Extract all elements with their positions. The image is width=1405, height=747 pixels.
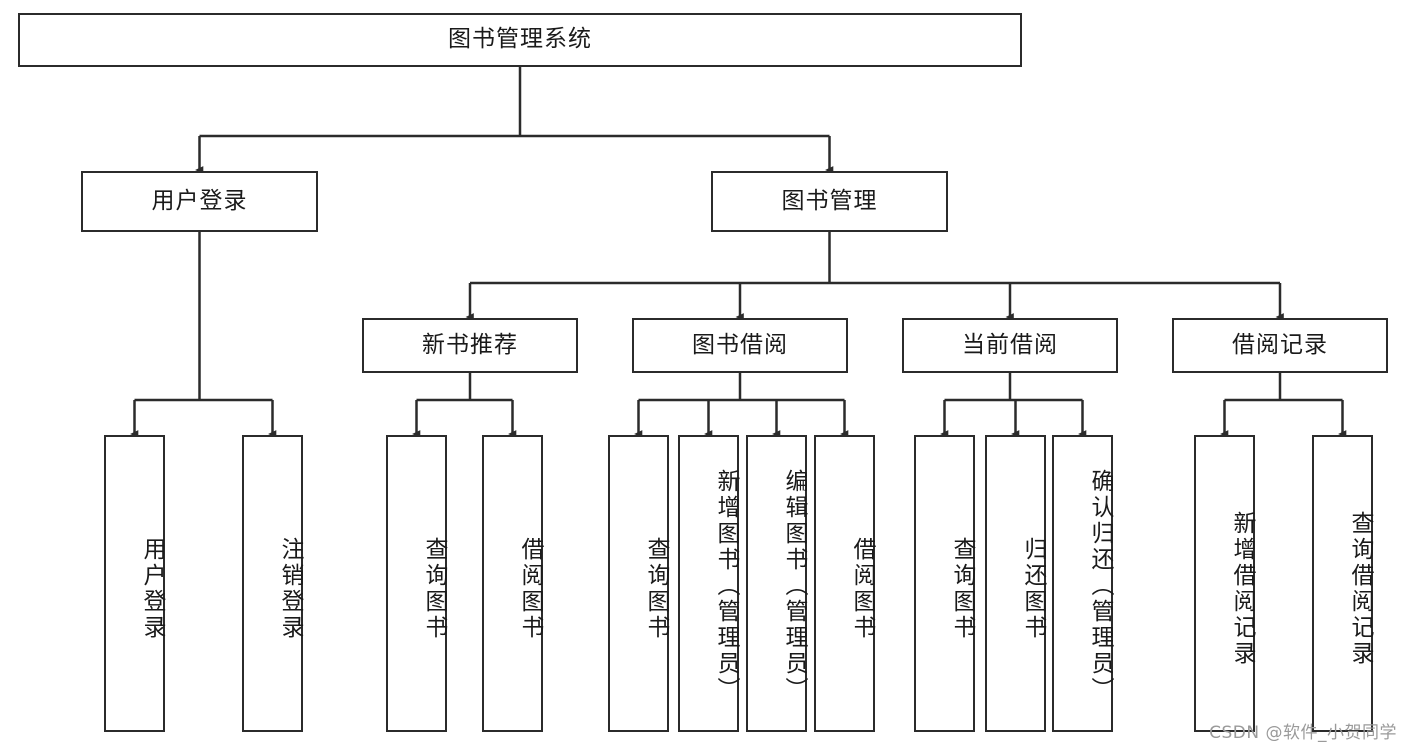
node-leaf11[interactable]: 确认归还（管理员） <box>1052 435 1113 732</box>
node-label: 注销登录 <box>277 536 303 641</box>
node-leaf09[interactable]: 查询图书 <box>914 435 975 732</box>
node-label: 借阅图书 <box>849 536 875 641</box>
node-label: 用户登录 <box>139 536 165 641</box>
node-leaf08[interactable]: 借阅图书 <box>814 435 875 732</box>
node-l2a[interactable]: 新书推荐 <box>362 318 578 373</box>
node-leaf02[interactable]: 注销登录 <box>242 435 303 732</box>
node-leaf13[interactable]: 查询借阅记录 <box>1312 435 1373 732</box>
node-leaf04[interactable]: 借阅图书 <box>482 435 543 732</box>
node-label: 借阅图书 <box>517 536 543 641</box>
node-label: 借阅记录 <box>1232 331 1328 358</box>
node-label: 新书推荐 <box>422 331 518 358</box>
node-label: 新增图书（管理员） <box>713 468 739 703</box>
node-l1a[interactable]: 用户登录 <box>81 171 318 232</box>
node-label: 确认归还（管理员） <box>1087 468 1113 703</box>
node-label: 用户登录 <box>151 187 248 214</box>
node-label: 新增借阅记录 <box>1229 510 1255 667</box>
edges <box>130 67 1347 438</box>
node-label: 查询借阅记录 <box>1347 510 1373 667</box>
node-label: 编辑图书（管理员） <box>781 468 807 703</box>
node-label: 归还图书 <box>1020 536 1046 641</box>
node-leaf07[interactable]: 编辑图书（管理员） <box>746 435 807 732</box>
node-leaf05[interactable]: 查询图书 <box>608 435 669 732</box>
node-label: 当前借阅 <box>962 331 1058 358</box>
node-leaf10[interactable]: 归还图书 <box>985 435 1046 732</box>
node-leaf12[interactable]: 新增借阅记录 <box>1194 435 1255 732</box>
node-label: 图书借阅 <box>692 331 788 358</box>
node-label: 图书管理系统 <box>448 26 592 53</box>
node-label: 图书管理 <box>781 187 878 214</box>
node-leaf03[interactable]: 查询图书 <box>386 435 447 732</box>
node-label: 查询图书 <box>949 536 975 641</box>
node-l2d[interactable]: 借阅记录 <box>1172 318 1388 373</box>
node-l1b[interactable]: 图书管理 <box>711 171 948 232</box>
node-label: 查询图书 <box>643 536 669 641</box>
node-l2b[interactable]: 图书借阅 <box>632 318 848 373</box>
node-l2c[interactable]: 当前借阅 <box>902 318 1118 373</box>
node-root[interactable]: 图书管理系统 <box>18 13 1022 67</box>
node-label: 查询图书 <box>421 536 447 641</box>
watermark-text: CSDN @软件_小贺同学 <box>1209 723 1397 743</box>
node-leaf01[interactable]: 用户登录 <box>104 435 165 732</box>
node-leaf06[interactable]: 新增图书（管理员） <box>678 435 739 732</box>
